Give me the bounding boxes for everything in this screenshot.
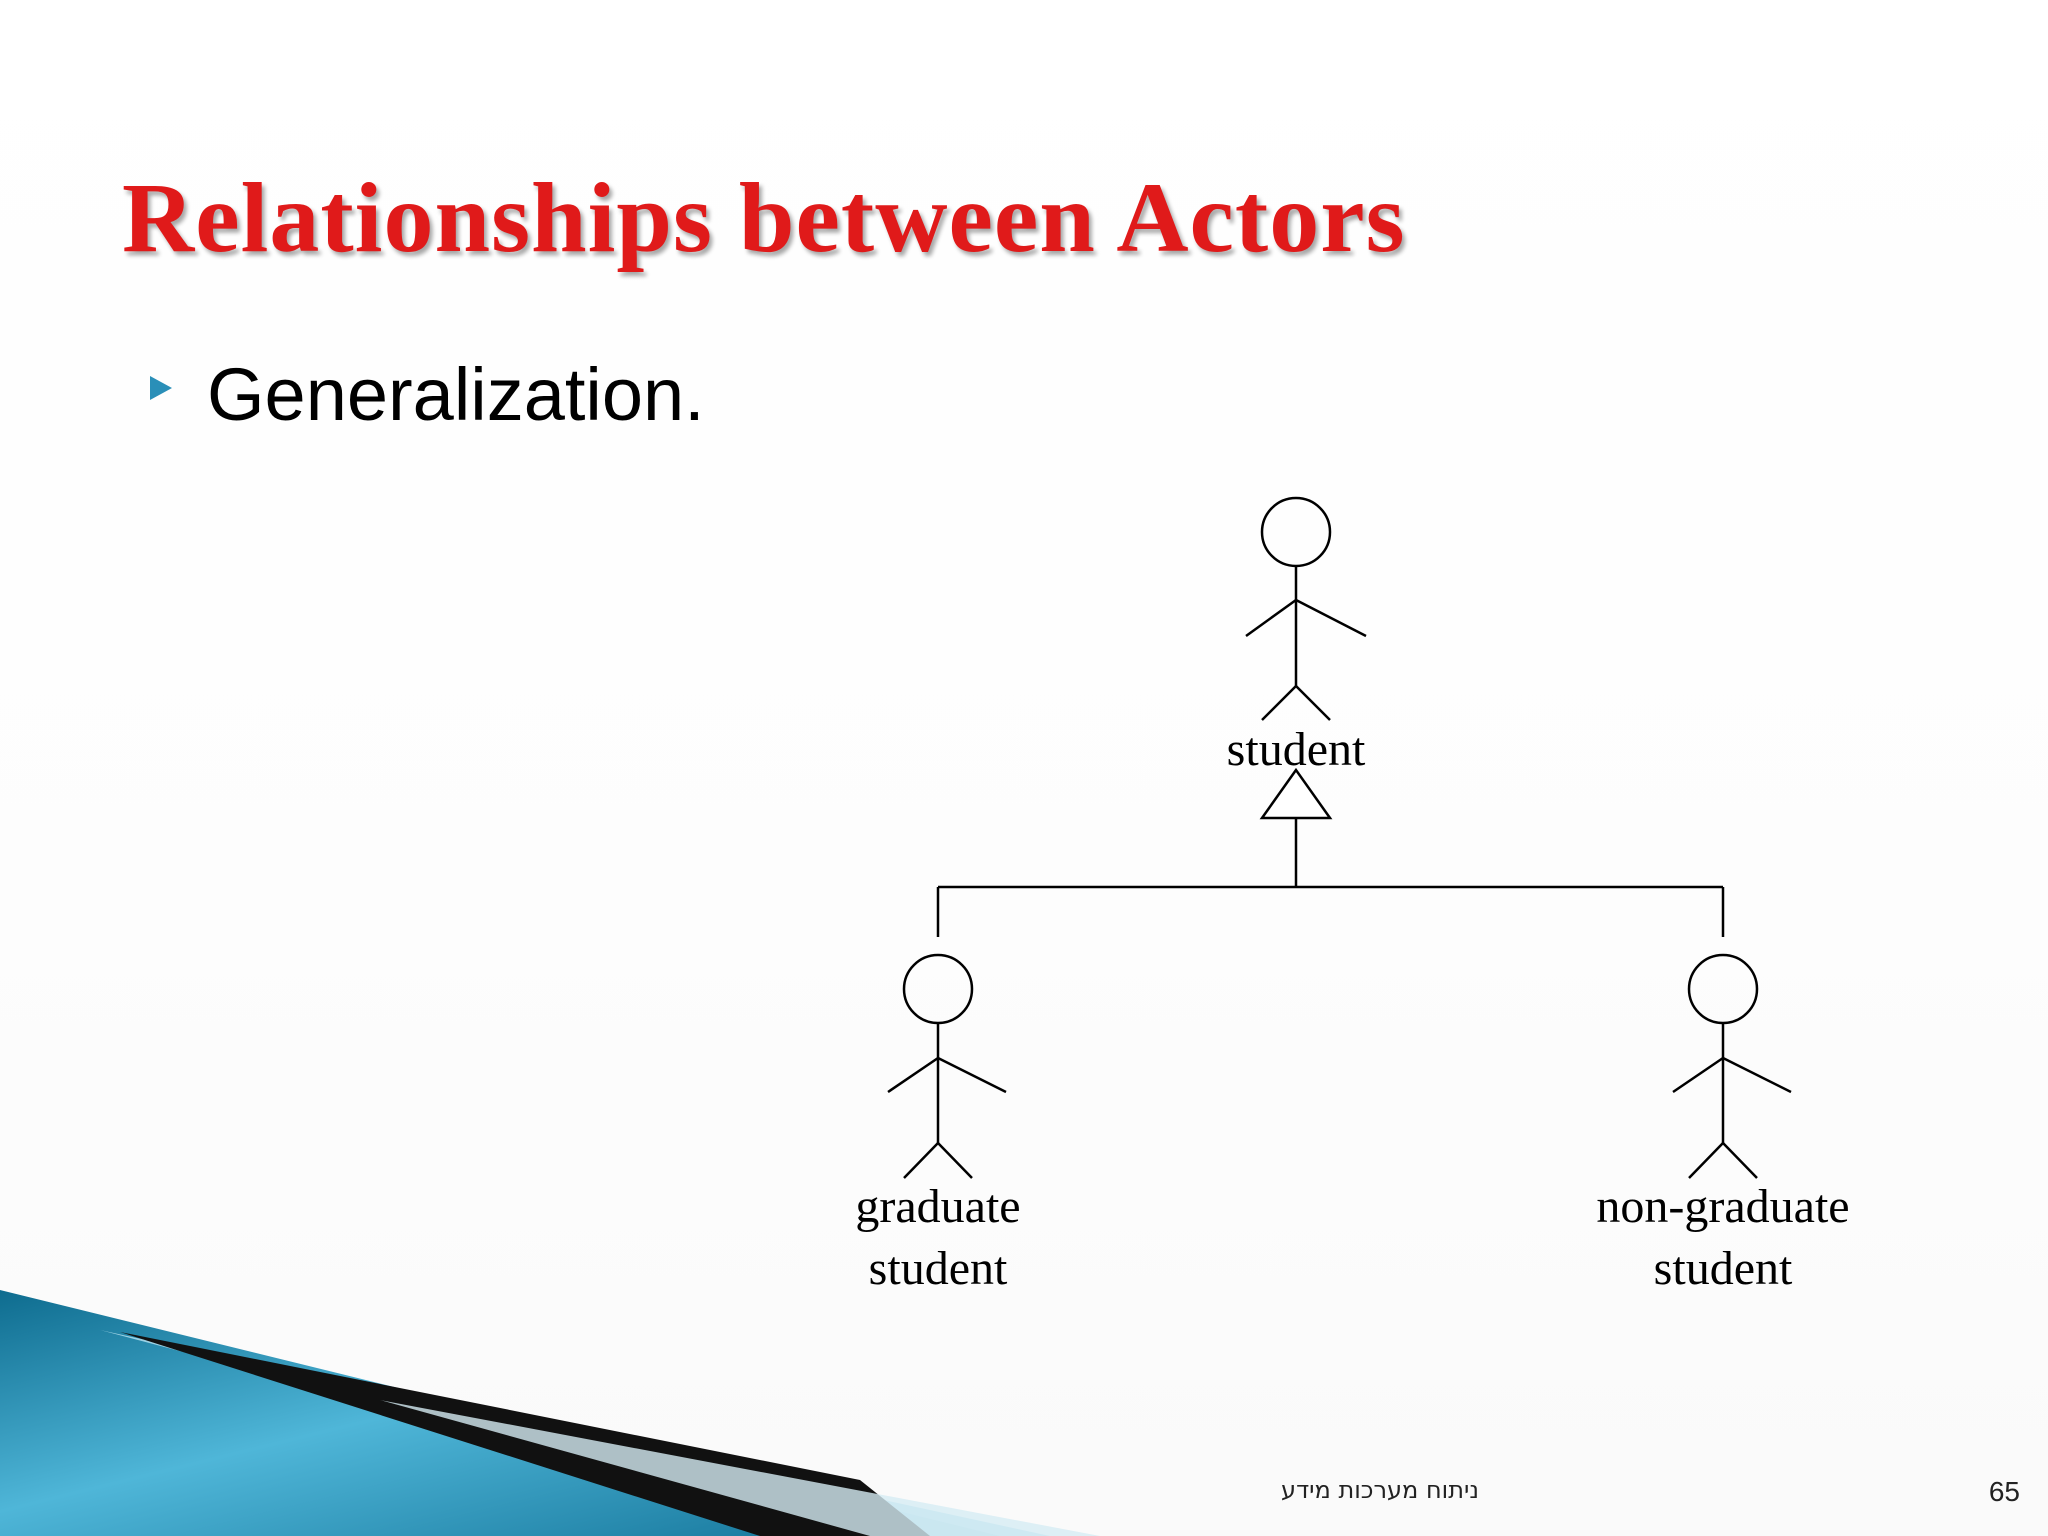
bullet-item: Generalization. xyxy=(150,352,705,437)
child-actor-figure-non-graduate xyxy=(1672,953,1792,1179)
page-number: 65 xyxy=(1988,1476,2020,1507)
slide-title: Relationships between Actors xyxy=(122,162,1406,273)
parent-actor-label: student xyxy=(1227,723,1366,776)
child-actor-label-line1: non-graduate xyxy=(1596,1180,1849,1233)
generalization-arrow xyxy=(936,767,1725,937)
child-actor-label-line2: student xyxy=(869,1242,1008,1295)
parent-actor-figure xyxy=(1245,496,1367,721)
footer-text: ניתוח מערכות מידע xyxy=(1281,1476,1479,1504)
child-actor-label-line2: student xyxy=(1654,1242,1793,1295)
bullet-text: Generalization. xyxy=(207,353,705,436)
child-actor-figure-graduate xyxy=(887,953,1007,1179)
bullet-triangle-icon xyxy=(150,375,172,400)
child-actor-label-line1: graduate xyxy=(855,1180,1020,1233)
